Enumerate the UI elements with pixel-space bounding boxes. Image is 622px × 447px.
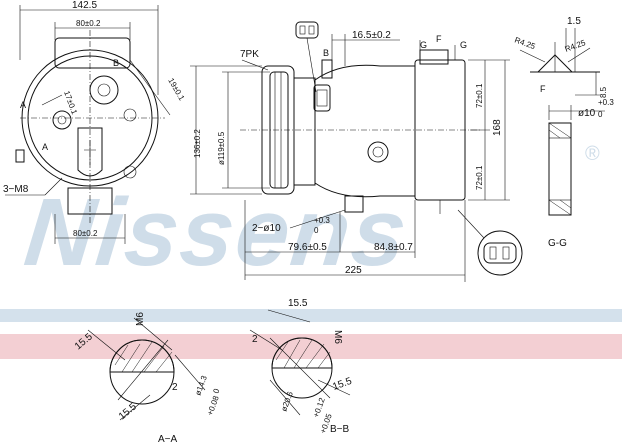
dim-detail-r2: R4.25 — [564, 38, 588, 54]
detail-gg — [548, 105, 605, 216]
label-g-2: G — [460, 40, 467, 50]
label-f-detail: F — [540, 84, 546, 94]
dim-belt: 7PK — [240, 49, 259, 60]
dim-height-upper: 72±0.1 — [475, 83, 484, 108]
dim-top-offset: 16.5±0.2 — [352, 30, 391, 41]
section-bb — [249, 309, 351, 416]
dim-body-dia: 136±0.2 — [193, 129, 202, 158]
front-view — [5, 5, 171, 244]
dim-hole-dia: 2−ø10 — [252, 223, 281, 234]
label-b-front: B — [113, 58, 119, 68]
band-blue — [0, 309, 622, 322]
dim-front-top-span: 80±0.2 — [76, 19, 101, 28]
aa-dia-tol0: 0 — [211, 387, 221, 395]
dim-detail-h: 8.5 — [599, 86, 608, 98]
dim-height-lower: 72±0.1 — [475, 165, 484, 190]
dim-detail-r1: R4.25 — [513, 35, 537, 51]
aa-dia-tol: +0.08 — [205, 394, 221, 417]
dim-pulley-dia: ø119±0.5 — [217, 131, 226, 165]
aa-d3: 2 — [172, 382, 178, 393]
dim-front-width: 142.5 — [72, 0, 97, 11]
bb-d2: 15.5 — [331, 376, 353, 393]
aa-m6: M6 — [135, 312, 146, 326]
label-gg: G-G — [548, 238, 567, 249]
dim-front-side: 19±0.1 — [166, 77, 186, 103]
band-red — [0, 334, 622, 359]
bb-d3: 2 — [252, 334, 258, 345]
detail-f — [519, 28, 600, 96]
section-aa — [87, 317, 206, 421]
trademark-symbol: ® — [585, 143, 600, 165]
dim-mount: 3−M8 — [3, 184, 29, 195]
dim-detail-tol0: 0 — [598, 110, 603, 119]
label-a-left: A — [20, 100, 26, 110]
label-b-side: B — [323, 48, 329, 58]
connector-detail — [457, 209, 523, 276]
dim-span-left: 79.6±0.5 — [288, 242, 327, 253]
aa-d2: 15.5 — [117, 401, 139, 422]
dim-detail-w: 1.5 — [567, 16, 581, 27]
dim-overall-length: 225 — [345, 265, 362, 276]
label-f-side: F — [436, 34, 442, 44]
aa-dia: ø14.3 — [193, 374, 209, 397]
dim-overall-height: 168 — [492, 119, 503, 136]
watermark-text: Nissens — [20, 179, 413, 286]
label-g-1: G — [420, 40, 427, 50]
dim-detail-tol: +0.3 — [598, 98, 614, 107]
dim-detail-dia: ø10 — [578, 108, 596, 119]
label-a-lower: A — [42, 142, 48, 152]
dim-span-right: 84.8±0.7 — [374, 242, 413, 253]
dim-front-bottom-span: 80±0.2 — [73, 229, 98, 238]
bb-m6: M6 — [332, 330, 343, 344]
dim-front-radius: 17±0.1 — [62, 90, 79, 117]
dim-hole-tol0: 0 — [314, 226, 319, 235]
bb-d1: 15.5 — [288, 298, 308, 309]
bb-title: B−B — [330, 424, 350, 435]
dim-hole-tol: +0.3 — [314, 216, 330, 225]
side-view — [190, 21, 510, 282]
aa-title: A−A — [158, 434, 178, 445]
